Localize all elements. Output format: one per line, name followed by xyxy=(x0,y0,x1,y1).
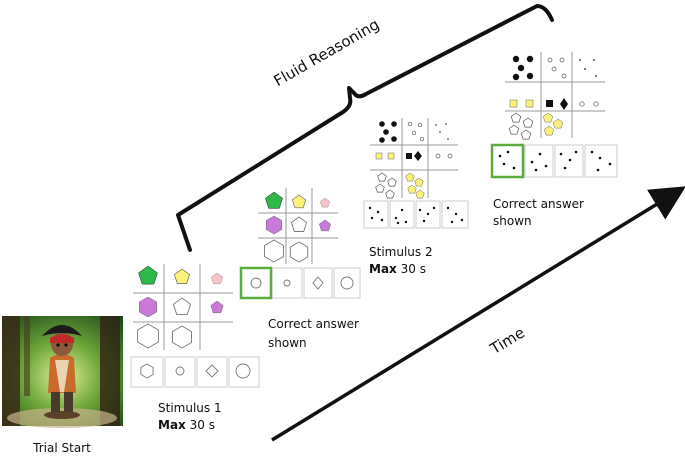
black-diamond-shape xyxy=(560,98,568,110)
stimulus1-panel xyxy=(130,264,260,388)
feedback2-matrix xyxy=(505,52,605,140)
option-large-circle xyxy=(235,363,251,379)
yellow-pentagons-cell xyxy=(542,112,564,136)
stimulus2-max-value: 30 s xyxy=(401,262,426,276)
black-dots-cell xyxy=(379,121,397,143)
green-pentagon-shape xyxy=(265,191,283,209)
yellow-square-shape xyxy=(509,99,518,108)
yellow-pentagons-cell xyxy=(405,172,425,199)
black-square-shape xyxy=(546,100,553,107)
tiny-dots-cell xyxy=(435,123,449,140)
white-hexagon-shape xyxy=(172,325,192,349)
pink-pentagon-shape xyxy=(211,272,223,285)
correct-answer-highlight xyxy=(239,266,273,300)
correct-option-circle xyxy=(250,277,262,289)
stimulus2-label: Stimulus 2 xyxy=(369,245,433,259)
feedback1-answer-options xyxy=(239,266,361,300)
feedback1-panel xyxy=(239,188,361,300)
white-pentagon-shape xyxy=(290,216,308,232)
trial-start-image xyxy=(2,316,123,428)
yellow-square-shape xyxy=(387,152,395,160)
black-dots-cell xyxy=(512,55,534,81)
small-hollow-circle xyxy=(593,101,599,107)
option-hexagon-shape xyxy=(140,363,154,379)
white-hexagon-shape xyxy=(264,239,284,263)
small-hollow-circle xyxy=(447,153,453,159)
time-label: Time xyxy=(486,324,528,359)
hollow-pentagons-cell xyxy=(375,172,397,199)
hollow-pentagons-cell xyxy=(508,112,534,140)
purple-hexagon-shape xyxy=(265,215,283,235)
white-hexagon-shape xyxy=(289,241,309,263)
yellow-pentagon-shape xyxy=(291,194,307,209)
yellow-pentagon-shape xyxy=(173,268,191,284)
white-hexagon-shape xyxy=(137,323,159,349)
hollow-dots-cell xyxy=(407,121,425,142)
stimulus2-matrix xyxy=(370,118,458,199)
stimulus1-max: Max 30 s xyxy=(158,418,215,432)
feedback1-matrix xyxy=(258,188,338,264)
feedback1-label-line2: shown xyxy=(268,336,307,350)
tiny-dots-cell xyxy=(579,59,597,77)
stimulus1-answer-options xyxy=(130,356,260,388)
option-dots xyxy=(368,206,464,225)
bracket-label: Fluid Reasoning xyxy=(271,15,383,90)
feedback2-label-line2: shown xyxy=(493,214,532,228)
purple-hexagon-shape xyxy=(139,296,157,318)
stimulus1-label: Stimulus 1 xyxy=(158,401,222,415)
yellow-square-shape xyxy=(375,152,383,160)
option-small-circle xyxy=(175,366,185,376)
fluid-reasoning-bracket xyxy=(176,4,554,252)
purple-pentagon-shape xyxy=(319,219,331,232)
stimulus1-matrix xyxy=(133,264,233,350)
black-square-shape xyxy=(406,153,412,159)
trial-start-label: Trial Start xyxy=(32,441,91,455)
feedback2-answer-options xyxy=(490,143,618,179)
green-pentagon-shape xyxy=(138,265,158,285)
feedback2-label-line1: Correct answer xyxy=(493,197,584,211)
option-diamond-shape xyxy=(205,364,219,378)
option-large-circle xyxy=(340,276,354,290)
pink-pentagon-shape xyxy=(319,197,331,208)
stimulus2-answer-options xyxy=(363,200,469,229)
option-diamond-shape xyxy=(312,276,324,290)
stimulus2-max-word: Max xyxy=(369,262,397,276)
yellow-square-shape xyxy=(525,99,534,108)
feedback2-panel xyxy=(490,52,618,179)
option-small-circle xyxy=(283,279,291,287)
black-diamond-shape xyxy=(414,151,422,161)
white-pentagon-shape xyxy=(172,297,192,315)
stimulus1-max-value: 30 s xyxy=(190,418,215,432)
option-dots xyxy=(498,150,612,172)
correct-answer-highlight xyxy=(490,143,525,179)
feedback1-label-line1: Correct answer xyxy=(268,317,359,331)
purple-pentagon-shape xyxy=(210,300,224,314)
small-hollow-circle xyxy=(579,101,585,107)
stimulus2-max: Max 30 s xyxy=(369,262,426,276)
hollow-dots-cell xyxy=(547,57,567,79)
small-hollow-circle xyxy=(435,153,441,159)
stimulus1-max-word: Max xyxy=(158,418,186,432)
time-arrow xyxy=(271,186,685,442)
stimulus2-panel xyxy=(363,118,469,229)
